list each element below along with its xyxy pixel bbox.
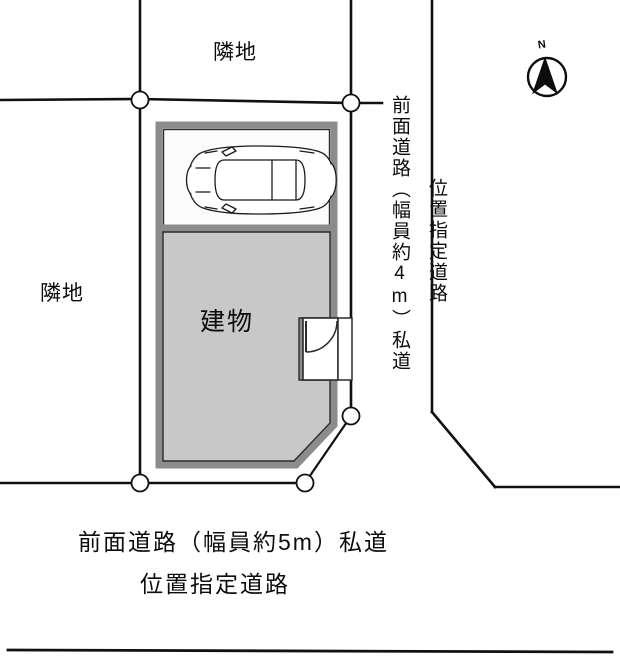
car-rear-end: [330, 162, 337, 198]
north-boundary-line-site: [138, 97, 353, 105]
label-neighbor-north: 隣地: [213, 41, 257, 64]
boundary-marker-se: [341, 406, 361, 426]
boundary-marker-ne: [341, 93, 361, 113]
porch-step: [337, 317, 353, 381]
boundary-markers: [130, 90, 361, 493]
north-arrow-label: N: [537, 38, 547, 52]
car-cabin-roof: [214, 159, 306, 201]
boundary-marker-sw: [130, 473, 150, 493]
label-neighbor-west: 隣地: [40, 282, 84, 305]
compass-needle: [532, 56, 558, 95]
boundary-marker-s-mid: [295, 473, 315, 493]
building-footprint: [155, 224, 338, 469]
boundary-marker-nw: [130, 90, 150, 110]
southeast-chamfer-line: [303, 414, 353, 485]
car-wheel-fl: [204, 150, 218, 154]
car-wheel-rr: [299, 206, 315, 210]
entrance-door-swing-arc: [305, 320, 338, 353]
label-east-road-primary: 前面道路（幅員約4m）私道: [389, 95, 410, 372]
entrance-porch: [302, 317, 353, 381]
label-south-road-designation: 位置指定道路: [140, 571, 290, 597]
car-mirror-right: [221, 203, 237, 214]
label-south-road-primary: 前面道路（幅員約5m）私道: [78, 529, 389, 555]
north-boundary-line: [0, 97, 142, 102]
car-front-bumper: [185, 165, 192, 195]
car-top-view-icon: [185, 145, 337, 215]
car-mirror-left: [221, 146, 237, 157]
label-east-road-designation: 位置指定道路: [426, 178, 447, 304]
car-wheel-fr: [204, 206, 218, 210]
car-wheel-rl: [299, 150, 315, 154]
east-road-chamfer: [430, 410, 497, 489]
label-building: 建物: [200, 308, 255, 336]
south-road-outer-edge: [6, 648, 614, 654]
north-arrow-compass: [526, 56, 568, 98]
